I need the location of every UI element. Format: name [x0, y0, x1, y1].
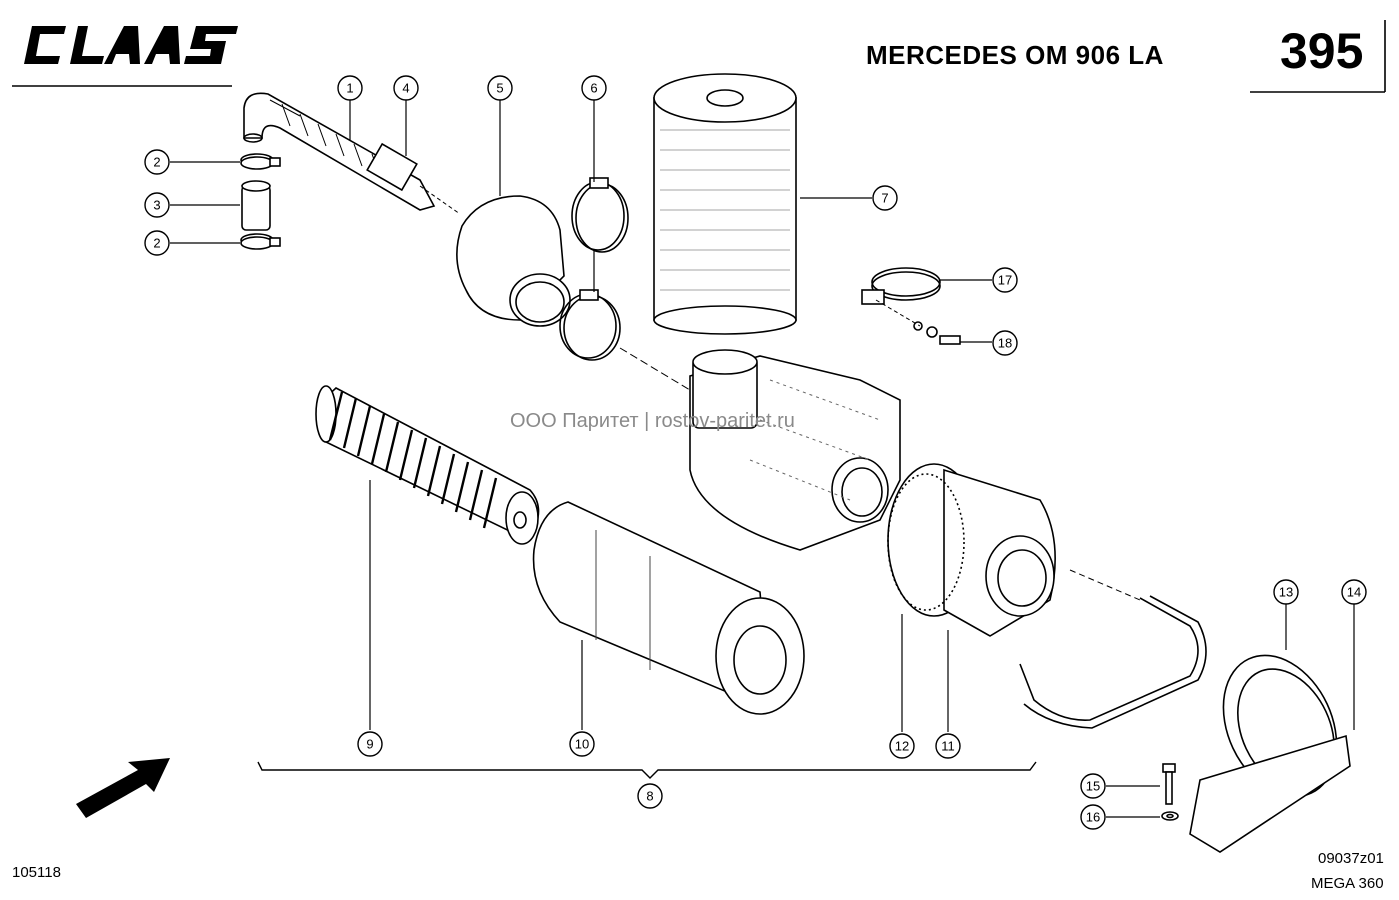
- callout-8: 8: [646, 789, 653, 804]
- callout-9: 9: [366, 737, 373, 752]
- callout-2-bottom: 2: [153, 236, 160, 251]
- callout-4: 4: [402, 81, 409, 96]
- callout-10: 10: [575, 737, 589, 752]
- callout-17: 17: [998, 273, 1012, 288]
- elbow-part: [456, 195, 571, 327]
- leader-lines: [170, 100, 1355, 818]
- small-clamps: [240, 153, 281, 250]
- filter-cover: [887, 463, 1056, 637]
- callout-16: 16: [1086, 810, 1100, 825]
- callout-2-top: 2: [153, 155, 160, 170]
- bolt-and-washer: [1161, 763, 1179, 821]
- mounting-bracket: [1189, 654, 1351, 853]
- orientation-arrow: [76, 758, 170, 818]
- engine-title: MERCEDES OM 906 LA: [866, 40, 1164, 70]
- callout-7: 7: [881, 191, 888, 206]
- machine-model: MEGA 360: [1311, 875, 1384, 892]
- main-filter-cartridge: [532, 501, 805, 715]
- document-number: 105118: [12, 864, 61, 881]
- callout-13: 13: [1279, 585, 1293, 600]
- callout-15: 15: [1086, 779, 1100, 794]
- secondary-filter-cartridge: [315, 385, 540, 545]
- callout-circles: [144, 75, 1367, 830]
- callout-12: 12: [895, 739, 909, 754]
- filter-housing: [619, 347, 901, 551]
- callout-5: 5: [496, 81, 503, 96]
- callout-18: 18: [998, 336, 1012, 351]
- claas-logo: [24, 26, 238, 64]
- kit-bracket-line: [257, 761, 1037, 779]
- primary-filter-cylinder: [653, 73, 797, 335]
- callout-6: 6: [590, 81, 597, 96]
- band-clamp-and-bolt: [861, 267, 961, 345]
- callout-14: 14: [1347, 585, 1361, 600]
- frame-lines: [12, 20, 1386, 93]
- hose-part: [243, 92, 461, 215]
- callout-11: 11: [941, 739, 955, 754]
- drawing-number: 09037z01: [1318, 850, 1384, 867]
- page-number: 395: [1280, 23, 1364, 79]
- dust-ejector-hose: [1019, 569, 1207, 729]
- large-clamps: [559, 177, 629, 361]
- watermark-text: ООО Паритет | rostov-paritet.ru: [510, 410, 795, 432]
- callout-3: 3: [153, 198, 160, 213]
- callout-1: 1: [346, 81, 353, 96]
